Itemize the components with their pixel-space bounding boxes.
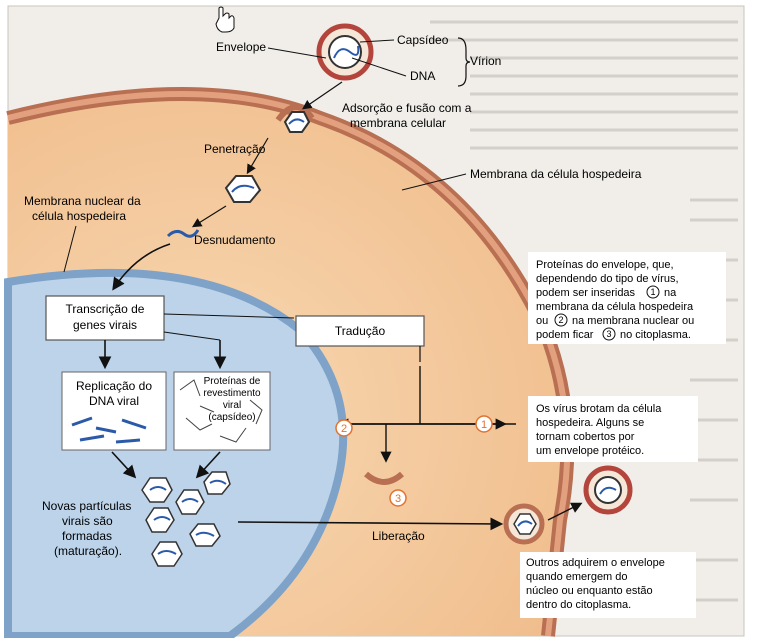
label-nuclear-membrane-1: Membrana nuclear da: [24, 194, 141, 208]
budding-virus-icon: [503, 503, 545, 545]
capsid-pointer: [359, 39, 395, 43]
text-envelope-proteins-3b: na: [664, 287, 677, 299]
text-envelope-proteins-1: Proteínas do envelope, que,: [536, 259, 674, 271]
translation-box: [295, 315, 425, 347]
label-new-particles-2: virais são: [62, 514, 113, 528]
new-particle-dna-icon: [149, 479, 227, 555]
label-transcription-2: genes virais: [73, 318, 137, 332]
virion-brace: [457, 37, 471, 87]
text-budding-3: tornam cobertos por: [536, 431, 635, 443]
text-envelope-proteins-2: dependendo do tipo de vírus,: [536, 273, 679, 285]
dna-copies-icon: [71, 416, 147, 444]
label-nuclear-membrane-2: célula hospedeira: [32, 209, 126, 223]
label-transcription-1: Transcrição de: [66, 302, 145, 316]
text-budding-1: Os vírus brotam da célula: [536, 403, 662, 415]
text-envelope-proteins-3: podem ser inseridas: [536, 287, 636, 299]
nucleus: [4, 268, 348, 640]
text-envelope-proteins-4: membrana da célula hospedeira: [536, 301, 694, 313]
text-other-4: dentro do citoplasma.: [526, 599, 631, 611]
inline-marker-3: 3: [602, 327, 616, 341]
uncoating-arrow: [191, 205, 227, 228]
text-other-2: quando emergem do: [526, 571, 628, 583]
text-envelope-proteins-5a: ou: [536, 315, 548, 327]
label-penetration: Penetração: [204, 142, 266, 156]
label-replication-1: Replicação do: [76, 379, 152, 393]
label-coat-proteins-4: (capsídeo): [208, 412, 255, 423]
svg-text:2: 2: [341, 423, 347, 435]
envelope-proteins-panel: [528, 252, 726, 344]
penetrating-capsid-icon: [224, 175, 262, 203]
host-membrane-pointer: [401, 173, 467, 191]
marker-2: 2: [335, 419, 353, 437]
transcription-box: [45, 295, 165, 341]
svg-text:1: 1: [481, 419, 487, 431]
exit-arrow: [547, 502, 583, 521]
label-uncoating: Desnudamento: [194, 233, 276, 247]
label-new-particles-1: Novas partículas: [42, 499, 131, 513]
dna-pointer: [351, 57, 407, 77]
inline-marker-2: 2: [554, 313, 568, 327]
coat-to-assembly-arrow: [195, 451, 221, 479]
label-coat-proteins-2: revestimento: [203, 388, 261, 399]
label-capsid: Capsídeo: [397, 33, 449, 47]
marker-1: 1: [475, 415, 493, 433]
transcription-coat-line: [163, 331, 221, 341]
label-host-membrane: Membrana da célula hospedeira: [470, 167, 642, 181]
svg-text:2: 2: [558, 315, 563, 325]
marker-3: 3: [389, 489, 407, 507]
text-other-3: núcleo ou enquanto estão: [526, 585, 653, 597]
released-virus-icon: [583, 465, 633, 515]
new-virus-particles-icon: [141, 471, 231, 567]
other-viruses-panel: [520, 552, 696, 618]
replication-box: [61, 371, 167, 451]
label-new-particles-4: (maturação).: [54, 544, 122, 558]
nuclear-membrane-pointer: [63, 225, 77, 273]
penetration-arrow: [246, 137, 269, 175]
protein-subunits-icon: [179, 379, 263, 443]
label-release: Liberação: [372, 529, 425, 543]
hand-cursor-icon: [215, 6, 235, 33]
label-dna: DNA: [410, 69, 435, 83]
adsorbing-virus-icon: [275, 104, 315, 133]
text-envelope-proteins-5b: na membrana nuclear ou: [572, 315, 694, 327]
text-other-1: Outros adquirem o envelope: [526, 557, 665, 569]
cytoplasm-membrane-fragment: [364, 471, 404, 485]
label-translation: Tradução: [335, 324, 386, 338]
label-coat-proteins-1: Proteínas de: [204, 376, 261, 387]
text-budding-2: hospedeira. Alguns se: [536, 417, 644, 429]
text-envelope-proteins-6: podem ficar: [536, 329, 594, 341]
adsorption-arrow: [302, 81, 343, 110]
envelope-pointer: [267, 47, 327, 59]
label-adsorption-1: Adsorção e fusão com a: [342, 101, 472, 115]
transcription-translation-line: [163, 313, 295, 319]
label-adsorption-2: membrana celular: [350, 116, 446, 130]
replication-to-assembly-arrow: [111, 451, 137, 479]
label-coat-proteins-3: viral: [223, 400, 241, 411]
virion-icon: [316, 23, 374, 81]
inline-marker-1: 1: [646, 285, 660, 299]
label-envelope: Envelope: [216, 40, 266, 54]
to-transcription-arrow: [112, 243, 171, 291]
label-new-particles-3: formadas: [62, 529, 112, 543]
budding-panel: [528, 396, 698, 462]
uncoated-dna-icon: [166, 229, 200, 238]
svg-text:3: 3: [606, 329, 611, 339]
svg-text:3: 3: [395, 493, 401, 505]
label-virion: Vírion: [470, 54, 501, 68]
text-budding-4: um envelope protéico.: [536, 445, 644, 457]
svg-text:1: 1: [650, 287, 655, 297]
text-envelope-proteins-6b: no citoplasma.: [620, 329, 691, 341]
release-arrow: [237, 517, 504, 531]
label-replication-2: DNA viral: [89, 394, 139, 408]
